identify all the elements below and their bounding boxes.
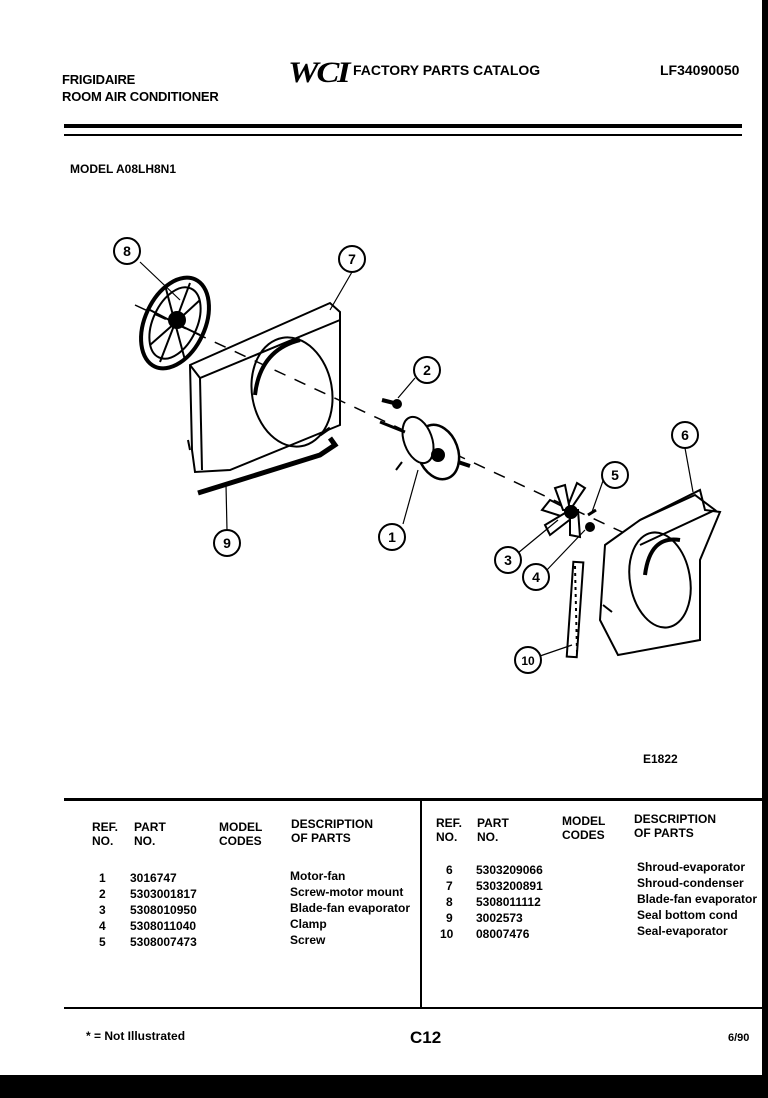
condenser-shroud-part-7 (187, 301, 341, 474)
description-cell: Shroud-evaporator (637, 860, 746, 874)
description-cell: Screw (290, 933, 326, 947)
description-cell: Shroud-condenser (637, 876, 744, 890)
table-bottom-rule (64, 1007, 762, 1009)
callout-label: 4 (532, 569, 540, 585)
motor-part-1 (379, 415, 471, 481)
ref-cell: 6 (446, 863, 453, 877)
part-cell: 5303200891 (476, 879, 543, 893)
part-cell: 3002573 (476, 911, 523, 925)
description-cell: Seal bottom cond (637, 908, 738, 922)
part-cell: 5308010950 (130, 903, 197, 917)
callout-9 (213, 529, 241, 557)
product-name: ROOM AIR CONDITIONER (62, 89, 219, 104)
callout-label: 8 (123, 243, 131, 259)
ref-cell: 9 (446, 911, 453, 925)
part-cell: 08007476 (476, 927, 530, 941)
callout-1 (378, 523, 406, 551)
ref-cell: 8 (446, 895, 453, 909)
description-cell: Motor-fan (290, 869, 346, 883)
callout-6 (671, 421, 699, 449)
callout-3 (494, 546, 522, 574)
catalog-title: FACTORY PARTS CATALOG (353, 62, 541, 78)
callout-label: 5 (611, 467, 619, 483)
table-divider (420, 801, 422, 1007)
part-cell: 5308011040 (130, 919, 197, 933)
description-cell: Screw-motor mount (290, 885, 404, 899)
callout-label: 10 (521, 654, 535, 668)
seal-part-10 (565, 560, 585, 659)
part-cell: 5308007473 (130, 935, 197, 949)
brand-name: FRIGIDAIRE (62, 72, 136, 87)
callout-label: 3 (504, 552, 512, 568)
callout-label: 2 (423, 362, 431, 378)
wci-logo: WCI (288, 56, 351, 89)
description-cell: Blade-fan evaporator (290, 901, 411, 915)
ref-cell: 5 (99, 935, 106, 949)
seal-part-9 (197, 426, 339, 496)
page-number: C12 (410, 1028, 442, 1047)
description-cell: Clamp (290, 917, 327, 931)
callout-10 (514, 646, 542, 674)
screw-part-2 (381, 398, 402, 409)
callout-label: 6 (681, 427, 689, 443)
description-cell: Seal-evaporator (637, 924, 728, 938)
exploded-parts-diagram: 8 7 2 1 9 6 5 3 4 10 (113, 237, 722, 674)
scan-border-right (762, 0, 768, 1098)
part-cell: 5303001817 (130, 887, 197, 901)
blade-fan-part-3 (540, 481, 587, 539)
callout-5 (601, 461, 629, 489)
revision-date: 6/90 (728, 1032, 750, 1044)
header-rule-thick (64, 124, 742, 128)
scan-border-bottom (0, 1075, 768, 1098)
callout-8 (113, 237, 141, 265)
ref-header: REF.NO. (436, 816, 463, 844)
figure-code: E1822 (643, 752, 678, 766)
header-rule-thin (64, 134, 742, 136)
part-cell: 3016747 (130, 871, 177, 885)
part-cell: 5308011112 (476, 895, 541, 909)
ref-cell: 7 (446, 879, 453, 893)
ref-cell: 1 (99, 871, 106, 885)
callout-label: 7 (348, 251, 356, 267)
description-cell: Blade-fan evaporator (637, 892, 758, 906)
ref-cell: 3 (99, 903, 106, 917)
footnote: * = Not Illustrated (86, 1029, 186, 1043)
evaporator-shroud-part-6 (598, 488, 722, 657)
ref-cell: 2 (99, 887, 106, 901)
callout-label: 9 (223, 535, 231, 551)
callout-2 (413, 356, 441, 384)
ref-header: REF.NO. (92, 820, 119, 848)
callout-label: 1 (388, 529, 396, 545)
catalog-number: LF34090050 (660, 62, 740, 78)
callout-4 (522, 563, 550, 591)
ref-cell: 4 (99, 919, 106, 933)
ref-cell: 10 (440, 927, 454, 941)
callout-7 (338, 245, 366, 273)
part-cell: 5303209066 (476, 863, 543, 877)
model-label: MODEL A08LH8N1 (70, 162, 177, 176)
table-top-rule (64, 798, 762, 801)
